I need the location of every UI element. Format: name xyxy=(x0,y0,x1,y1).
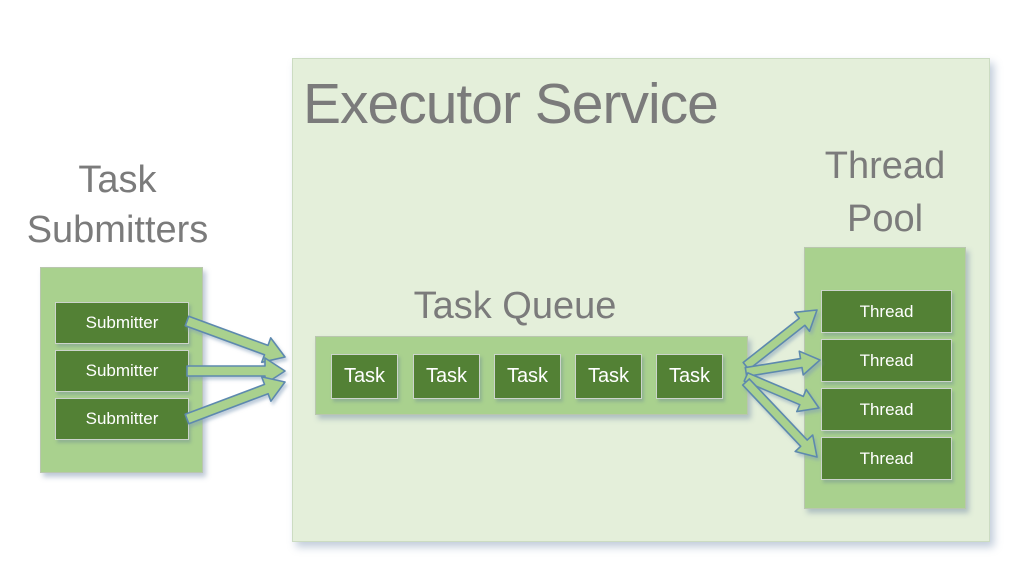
task-box-2: Task xyxy=(413,354,480,399)
task-submitters-container: Submitter Submitter Submitter xyxy=(40,267,203,473)
task-queue-title: Task Queue xyxy=(413,285,617,327)
task-submitters-title: Task Submitters xyxy=(26,159,209,252)
task-box-5: Task xyxy=(656,354,723,399)
submitter-box-3: Submitter xyxy=(55,398,189,440)
task-queue-container: Task Task Task Task Task xyxy=(315,336,748,415)
thread-pool-title: Thread Pool xyxy=(824,145,946,241)
task-box-3: Task xyxy=(494,354,561,399)
task-box-1: Task xyxy=(331,354,398,399)
submitter-box-2: Submitter xyxy=(55,350,189,392)
thread-box-1: Thread xyxy=(821,290,952,333)
submitter-box-1: Submitter xyxy=(55,302,189,344)
task-box-4: Task xyxy=(575,354,642,399)
thread-box-2: Thread xyxy=(821,339,952,382)
thread-box-3: Thread xyxy=(821,388,952,431)
executor-service-title: Executor Service xyxy=(303,72,719,136)
thread-pool-container: Thread Thread Thread Thread xyxy=(804,247,966,509)
thread-box-4: Thread xyxy=(821,437,952,480)
